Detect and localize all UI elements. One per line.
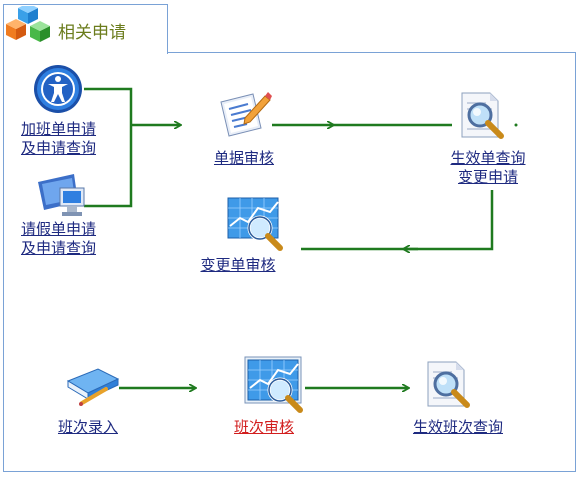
tab-joint (4, 52, 166, 54)
chart-magnifier-icon[interactable] (226, 196, 284, 252)
leave-line2: 及申请查询 (21, 239, 97, 257)
overtime-line2: 及申请查询 (21, 139, 97, 157)
link-doc-review[interactable]: 单据审核 (213, 149, 274, 167)
accessibility-icon[interactable] (33, 63, 83, 115)
link-leave-apply[interactable]: 请假单申请 及申请查询 (21, 220, 96, 258)
link-shift-entry[interactable]: 班次录入 (57, 418, 118, 436)
document-pencil-icon[interactable] (215, 88, 273, 142)
document-search-icon[interactable] (456, 91, 510, 143)
page-title: 相关申请 (58, 23, 126, 43)
colored-cubes-icon (6, 6, 50, 42)
chart-magnifier-icon[interactable] (244, 356, 304, 414)
effective-line2: 变更申请 (457, 168, 518, 186)
effective-line1: 生效单查询 (450, 149, 526, 167)
monitor-icon[interactable] (34, 172, 86, 220)
join-connector (84, 87, 133, 208)
document-search-icon[interactable] (422, 360, 476, 412)
book-pencil-icon[interactable] (64, 363, 122, 409)
link-effective-shift-query[interactable]: 生效班次查询 (412, 418, 503, 436)
return-connector (301, 190, 494, 251)
link-shift-review[interactable]: 班次审核 (233, 418, 294, 436)
leave-line1: 请假单申请 (21, 220, 97, 238)
link-effective-query[interactable]: 生效单查询 变更申请 (438, 149, 538, 187)
link-change-review[interactable]: 变更单审核 (200, 256, 276, 274)
link-overtime-apply[interactable]: 加班单申请 及申请查询 (21, 120, 96, 158)
overtime-line1: 加班单申请 (21, 120, 97, 138)
